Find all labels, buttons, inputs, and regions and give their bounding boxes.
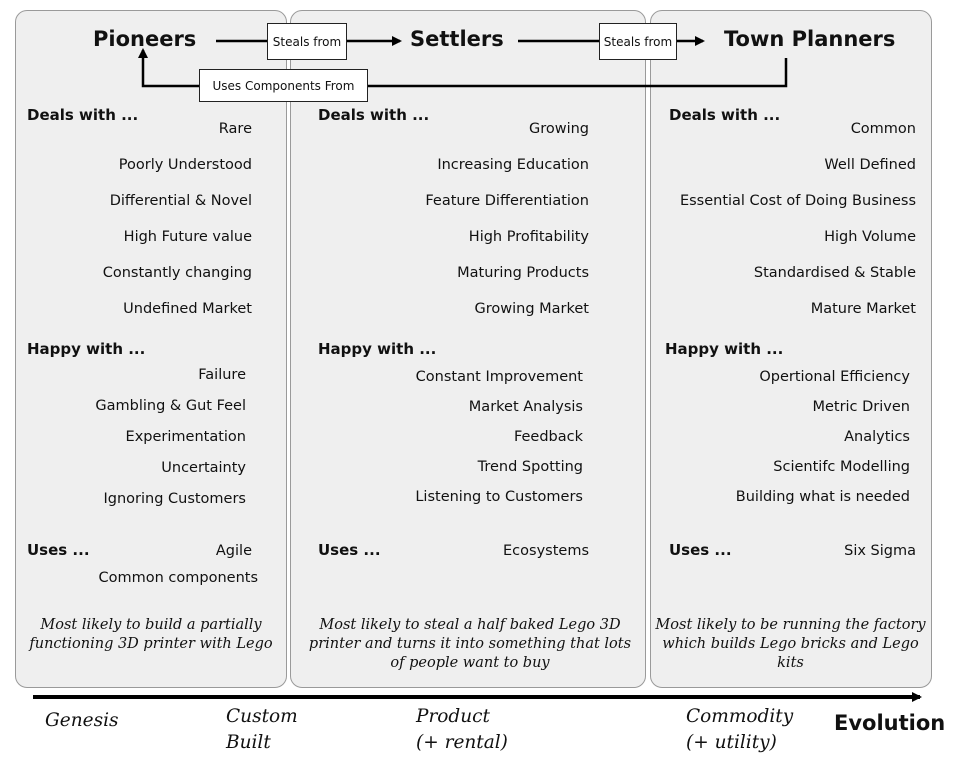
settlers-deals-item: Feature Differentiation — [425, 193, 589, 209]
stage-commodity-line2: (+ utility) — [686, 732, 777, 753]
settlers-deals-item: High Profitability — [468, 229, 589, 245]
pioneers-happy-item: Uncertainty — [161, 460, 246, 476]
pioneers-note: Most likely to build a partially functio… — [29, 617, 273, 652]
town-planners-title: Town Planners — [724, 27, 896, 51]
pioneers-uses-item: Agile — [215, 543, 252, 559]
uses-components-from-label: Uses Components From — [199, 69, 368, 102]
stage-product: Product (+ rental) — [416, 704, 508, 756]
settlers-deals-item: Increasing Education — [437, 157, 589, 173]
pioneers-title: Pioneers — [93, 27, 197, 51]
town-planners-happy-item: Building what is needed — [735, 489, 910, 505]
settlers-uses-item: Ecosystems — [503, 543, 589, 559]
town-planners-happy-item: Opertional Efficiency — [759, 369, 910, 385]
steals-from-label-2: Steals from — [599, 23, 677, 60]
town-planners-uses-heading: Uses ... — [669, 541, 732, 559]
pioneers-deals-item: Poorly Understood — [118, 157, 252, 173]
stage-custom-built-line1: Custom — [226, 706, 298, 727]
stage-genesis: Genesis — [45, 708, 119, 734]
stage-product-line1: Product — [416, 706, 490, 727]
evolution-axis-label: Evolution — [834, 711, 946, 735]
town-planners-happy-item: Scientifc Modelling — [773, 459, 910, 475]
pioneers-deals-item: Constantly changing — [102, 265, 252, 281]
stage-custom-built: Custom Built — [226, 704, 298, 756]
town-planners-note: Most likely to be running the factory wh… — [655, 617, 926, 671]
pioneers-deals-heading: Deals with ... — [27, 106, 139, 124]
town-planners-deals-item: High Volume — [824, 229, 916, 245]
pioneers-deals-item: Rare — [218, 121, 252, 137]
settlers-happy-item: Feedback — [513, 429, 583, 445]
settlers-uses-heading: Uses ... — [318, 541, 381, 559]
town-planners-deals-item: Well Defined — [824, 157, 916, 173]
town-planners-deals-item: Essential Cost of Doing Business — [679, 193, 916, 209]
pioneers-uses-item: Common components — [98, 570, 259, 586]
settlers-deals-item: Growing Market — [474, 301, 590, 317]
town-planners-deals-heading: Deals with ... — [669, 106, 781, 124]
stage-genesis-line1: Genesis — [45, 710, 119, 731]
settlers-happy-item: Trend Spotting — [477, 459, 583, 475]
settlers-title: Settlers — [410, 27, 504, 51]
town-planners-deals-item: Standardised & Stable — [753, 265, 916, 281]
settlers-deals-item: Maturing Products — [457, 265, 589, 281]
stage-product-line2: (+ rental) — [416, 732, 508, 753]
town-planners-deals-item: Mature Market — [810, 301, 916, 317]
stage-custom-built-line2: Built — [226, 732, 271, 753]
settlers-happy-heading: Happy with ... — [318, 340, 437, 358]
town-planners-deals-item: Common — [850, 121, 916, 137]
town-planners-uses-item: Six Sigma — [844, 543, 916, 559]
town-planners-happy-heading: Happy with ... — [665, 340, 784, 358]
town-planners-happy-item: Analytics — [844, 429, 910, 445]
settlers-deals-item: Growing — [528, 121, 589, 137]
pioneers-uses-heading: Uses ... — [27, 541, 90, 559]
settlers-happy-item: Market Analysis — [468, 399, 583, 415]
settlers-happy-item: Constant Improvement — [415, 369, 583, 385]
pioneers-deals-item: Undefined Market — [123, 301, 252, 317]
pioneers-panel — [15, 10, 287, 688]
pioneers-happy-item: Gambling & Gut Feel — [95, 398, 246, 414]
pioneers-deals-item: High Future value — [123, 229, 252, 245]
pioneers-happy-item: Ignoring Customers — [103, 491, 246, 507]
settlers-deals-heading: Deals with ... — [318, 106, 430, 124]
pioneers-happy-heading: Happy with ... — [27, 340, 146, 358]
pioneers-happy-item: Failure — [198, 367, 246, 383]
stage-commodity: Commodity (+ utility) — [686, 704, 793, 756]
settlers-happy-item: Listening to Customers — [415, 489, 583, 505]
stage-commodity-line1: Commodity — [686, 706, 794, 727]
settlers-panel — [290, 10, 646, 688]
settlers-note: Most likely to steal a half baked Lego 3… — [308, 617, 632, 671]
pioneers-deals-item: Differential & Novel — [109, 193, 252, 209]
steals-from-label-1: Steals from — [267, 23, 347, 60]
town-planners-happy-item: Metric Driven — [812, 399, 910, 415]
pioneers-happy-item: Experimentation — [125, 429, 246, 445]
town-planners-panel — [650, 10, 932, 688]
